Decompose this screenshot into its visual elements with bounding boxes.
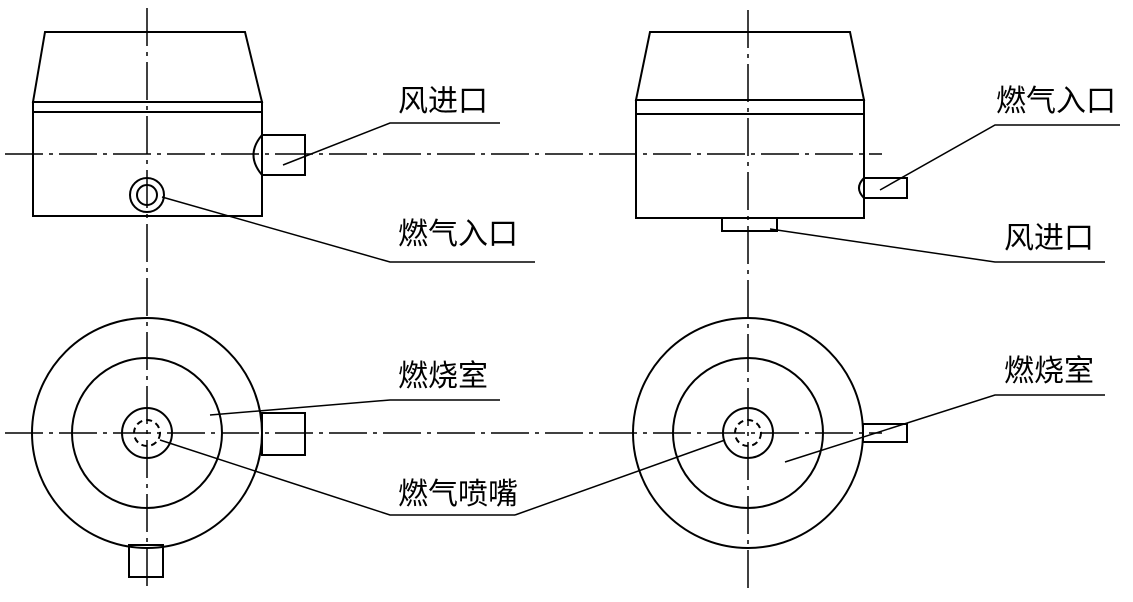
leader-left-gas-inlet xyxy=(162,197,535,262)
right-gas-inlet-pipe xyxy=(864,178,907,198)
left-bottom-pipe xyxy=(129,545,163,577)
left-chamber-ring xyxy=(72,358,222,508)
right-burner-top-cap xyxy=(636,32,864,100)
label-left-chamber: 燃烧室 xyxy=(398,359,488,394)
right-air-inlet-stub xyxy=(722,218,777,231)
label-left-gas-inlet: 燃气入口 xyxy=(398,217,518,252)
left-burner-body xyxy=(33,102,262,216)
right-nozzle-outer xyxy=(723,408,773,458)
right-burner-top-view xyxy=(633,318,907,548)
leader-left-air-inlet xyxy=(283,123,500,165)
left-nozzle-outer xyxy=(122,408,172,458)
left-burner-side-view xyxy=(33,32,305,216)
label-right-gas-inlet: 燃气入口 xyxy=(996,84,1116,119)
left-gas-inlet-outer xyxy=(130,178,164,212)
left-side-pipe xyxy=(262,413,305,455)
right-nozzle-inner xyxy=(735,420,761,446)
leader-nozzle-left xyxy=(160,440,515,515)
right-side-pipe xyxy=(863,424,907,442)
leader-nozzle-right xyxy=(515,440,725,515)
leader-right-gas-inlet xyxy=(880,125,1120,190)
label-left-air-inlet: 风进口 xyxy=(398,84,488,119)
leader-right-air-inlet xyxy=(770,229,1105,262)
right-burner-side-view xyxy=(636,32,907,231)
label-gas-nozzle: 燃气喷嘴 xyxy=(398,477,518,512)
left-nozzle-inner xyxy=(134,420,160,446)
left-burner-top-view xyxy=(32,318,305,577)
leader-left-chamber xyxy=(210,400,500,415)
leader-lines xyxy=(160,123,1120,515)
right-burner-body xyxy=(636,100,864,218)
leader-right-chamber xyxy=(785,395,1105,462)
label-right-chamber: 燃烧室 xyxy=(1004,354,1094,389)
right-chamber-ring xyxy=(673,358,823,508)
left-gas-inlet-inner xyxy=(137,185,157,205)
left-air-inlet-pipe xyxy=(262,135,305,175)
label-right-air-inlet: 风进口 xyxy=(1004,221,1094,256)
